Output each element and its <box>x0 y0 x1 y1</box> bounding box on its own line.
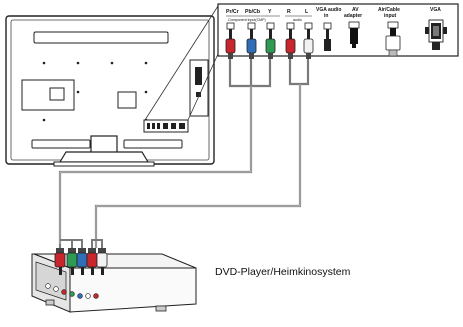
label-input: input <box>384 13 397 19</box>
dvd-player <box>31 239 197 313</box>
label-vga: VGA <box>430 7 441 13</box>
dvd-cable-drops <box>59 239 103 248</box>
cable-r <box>288 59 300 86</box>
label-r: R <box>287 9 291 15</box>
cable-l <box>300 59 310 86</box>
rca-plug-pb <box>246 29 257 59</box>
tv <box>5 15 215 167</box>
label-l: L <box>305 9 309 15</box>
cable-highlights <box>59 84 301 248</box>
tv-stand <box>53 135 155 167</box>
device-label: DVD-Player/Heimkinosystem <box>215 266 351 278</box>
connection-panel: Pr/Cr Pb/Cb Y R L VGA audio in AV adapte… <box>217 3 459 59</box>
rca-plug-pr <box>225 29 236 59</box>
rca-plug-l <box>303 29 314 59</box>
vga-port <box>425 19 447 50</box>
label-component-group: Component input(CMP) <box>228 18 266 22</box>
tv-vent-top <box>33 31 169 44</box>
tv-side-port-2 <box>196 92 201 97</box>
tv-power-block <box>21 79 75 111</box>
label-av: AV <box>352 7 359 13</box>
dvd-output-jacks <box>45 283 99 299</box>
tv-vent-right <box>123 139 183 149</box>
cable-pr <box>228 59 251 88</box>
air-cable-port <box>385 21 401 57</box>
label-y: Y <box>268 9 272 15</box>
label-pr: Pr/Cr <box>226 9 239 15</box>
label-vga-audio-in: in <box>324 13 328 19</box>
tv-strip-ports <box>147 123 185 129</box>
dvd-plug-y <box>66 248 78 275</box>
tv-side-port <box>195 67 202 85</box>
label-adapter: adapter <box>344 13 362 19</box>
tv-vent-left <box>31 139 91 149</box>
panel-frame <box>217 3 459 57</box>
label-vga-audio: VGA audio <box>316 7 341 13</box>
dvd-plug-pr <box>54 248 66 275</box>
av-adapter-port <box>348 21 360 48</box>
label-pb: Pb/Cb <box>245 9 260 15</box>
tv-side-panel <box>189 59 209 117</box>
label-air-cable: Air/Cable <box>378 7 400 13</box>
label-audio-group: audio <box>293 18 302 22</box>
rca-plug-y <box>265 29 276 59</box>
tv-power-socket <box>49 87 65 101</box>
zoom-lines <box>144 5 219 121</box>
rca-plug-r <box>285 29 296 59</box>
tv-center-slot <box>117 91 137 109</box>
dvd-plug-l <box>96 248 108 275</box>
cable-y <box>251 59 272 88</box>
vga-audio-jack <box>324 29 331 51</box>
